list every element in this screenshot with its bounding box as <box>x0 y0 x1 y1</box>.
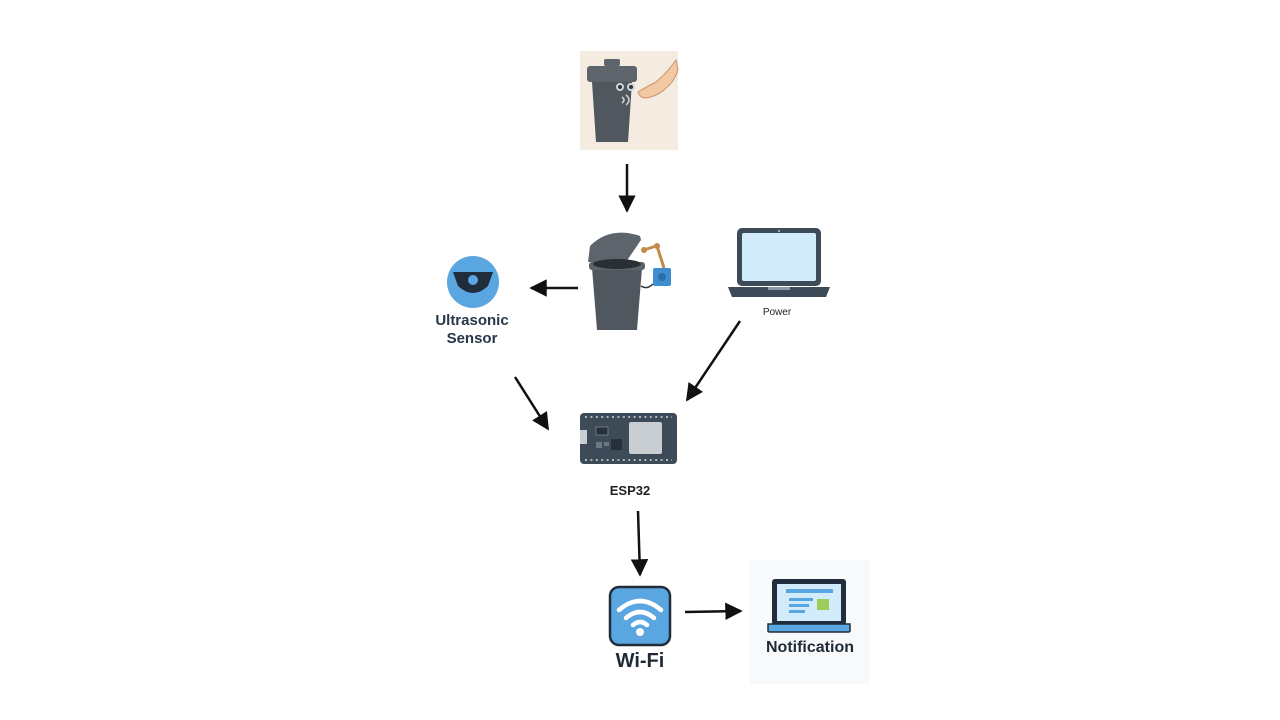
arrow-power-to-esp32 <box>685 320 742 402</box>
wifi-label: Wi-Fi <box>615 650 665 672</box>
sensor-label-line2: Sensor <box>446 330 498 347</box>
esp32-board-icon <box>580 413 677 464</box>
trash-bin-servo-icon <box>588 232 671 330</box>
arrow-esp32-to-wifi <box>630 510 649 577</box>
arrow-sensor-to-esp32 <box>513 376 550 431</box>
notification-label: Notification <box>766 639 854 656</box>
power-label: Power <box>762 307 792 318</box>
wifi-icon <box>608 585 672 647</box>
laptop-icon <box>728 228 830 297</box>
notification-laptop-icon <box>750 560 870 684</box>
arrows <box>513 164 743 621</box>
esp32-label: ESP32 <box>609 483 651 498</box>
ultrasonic-sensor-icon <box>447 256 499 308</box>
sensor-label-line1: Ultrasonic <box>435 312 509 329</box>
trash-bin-hand-icon <box>580 51 679 150</box>
ultrasonic-sensor-label: Ultrasonic Sensor <box>412 312 532 348</box>
arrow-wifi-to-notification <box>684 602 743 621</box>
